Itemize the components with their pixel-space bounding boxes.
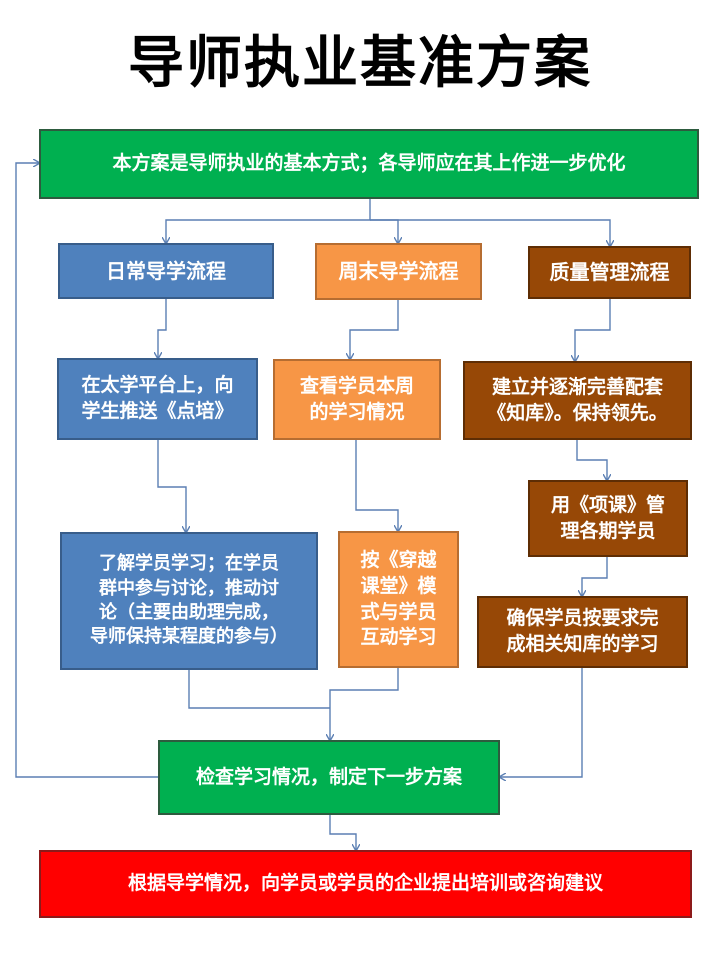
quality-step-ensure-completion: 确保学员按要求完 成相关知库的学习 (477, 596, 688, 668)
quality-step-build-zhiku: 建立并逐渐完善配套 《知库》。保持领先。 (463, 361, 692, 440)
weekend-step-chuanyue-ketang: 按《穿越 课堂》模 式与学员 互动学习 (338, 531, 459, 668)
daily-step-push-dianpei: 在太学平台上，向 学生推送《点培》 (57, 358, 258, 440)
daily-step-group-discussion: 了解学员学习；在学员 群中参与讨论，推动讨 论（主要由助理完成， 导师保持某程度… (60, 532, 318, 670)
overview-box: 本方案是导师执业的基本方式；各导师应在其上作进一步优化 (39, 129, 699, 199)
quality-process-header: 质量管理流程 (528, 246, 691, 299)
daily-process-header: 日常导学流程 (58, 243, 274, 299)
weekend-step-check-weekly: 查看学员本周 的学习情况 (273, 359, 441, 440)
quality-step-manage-xiangke: 用《项课》管 理各期学员 (528, 480, 688, 557)
check-and-plan-box: 检查学习情况，制定下一步方案 (158, 740, 500, 815)
recommendation-box: 根据导学情况，向学员或学员的企业提出培训或咨询建议 (39, 850, 692, 918)
weekend-process-header: 周末导学流程 (315, 243, 482, 300)
page-title: 导师执业基准方案 (128, 31, 592, 96)
